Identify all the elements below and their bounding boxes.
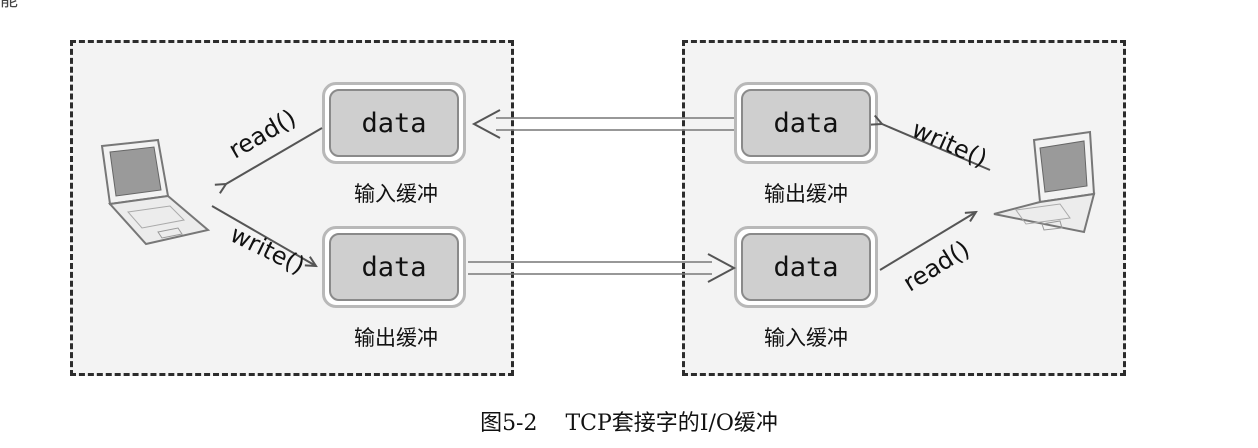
right-output-buffer: data — [734, 82, 878, 164]
left-write-arrow — [211, 205, 316, 266]
right-input-buffer-label: 输入缓冲 — [764, 326, 848, 350]
right-write-arrow — [882, 124, 991, 171]
left-input-buffer-data: data — [329, 89, 459, 157]
left-output-buffer: data — [322, 226, 466, 308]
right-input-buffer: data — [734, 226, 878, 308]
figure-caption: 图5-2 TCP套接字的I/O缓冲 — [480, 411, 778, 436]
left-input-buffer: data — [322, 82, 466, 164]
laptop-icon — [100, 138, 211, 246]
left-output-buffer-data: data — [329, 233, 459, 301]
right-read-arrow — [879, 212, 976, 271]
transfer-arrow-right-to-left — [471, 109, 734, 139]
left-output-buffer-label: 输出缓冲 — [354, 326, 438, 350]
laptop-icon — [993, 130, 1096, 234]
transfer-arrow-left-to-right — [468, 253, 737, 283]
right-output-buffer-label: 输出缓冲 — [764, 182, 848, 206]
right-output-buffer-data: data — [741, 89, 871, 157]
left-read-arrow — [226, 127, 323, 184]
left-input-buffer-label: 输入缓冲 — [354, 182, 438, 206]
right-input-buffer-data: data — [741, 233, 871, 301]
corner-text-fragment: 能 — [0, 0, 18, 11]
